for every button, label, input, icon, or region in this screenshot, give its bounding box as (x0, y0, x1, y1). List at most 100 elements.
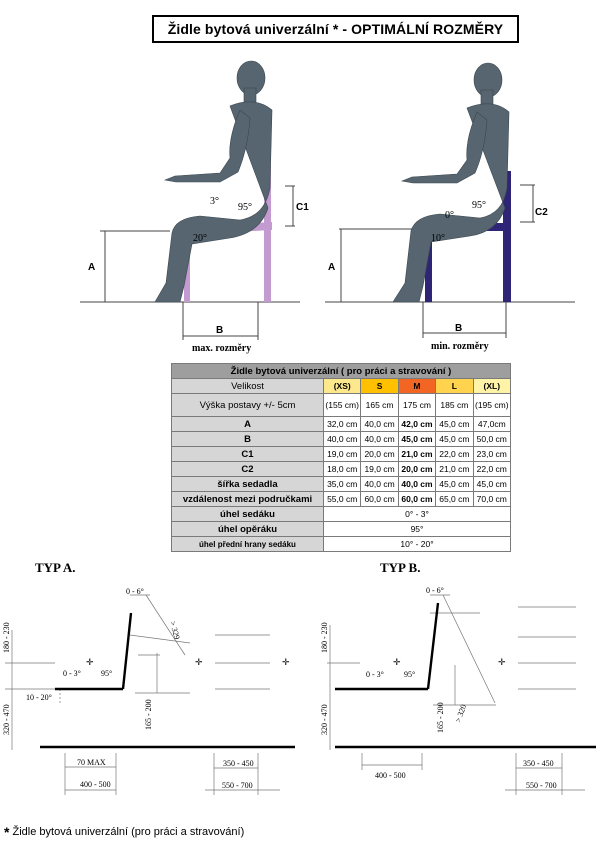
row-label: šířka sedadla (171, 476, 324, 492)
back-tilt-label: 0 - 6° (426, 586, 444, 595)
seated-figure-min (392, 62, 510, 303)
target-icon: ✛ (195, 657, 203, 667)
width-inner-label: 350 - 450 (523, 759, 554, 768)
figure-caption: max. rozměry (192, 343, 251, 354)
dimension-a-label: A (88, 262, 95, 273)
footnote: * Židle bytová univerzální (pro práci a … (4, 824, 244, 840)
seat-tilt-label: 0 - 3° (366, 670, 384, 679)
back-tilt-label: 0 - 6° (126, 587, 144, 596)
size-cell: M (397, 378, 437, 394)
value-cell: 45,0 cm (472, 476, 512, 492)
width-outer-label: 550 - 700 (222, 781, 253, 790)
value-cell: 60,0 cm (360, 491, 399, 507)
value-cell: 19,0 cm (360, 461, 399, 477)
footnote-text: Židle bytová univerzální (pro práci a st… (12, 826, 245, 838)
size-label: Velikost (171, 378, 324, 394)
row-label: C2 (171, 461, 324, 477)
diagram-typ-b: 0 - 6° 180 - 230 0 - 3° 95° 320 - 470 16… (320, 586, 596, 795)
figure-max-dimensions: 3° 95° 20° A B C1 max. rozměry (80, 60, 309, 354)
value-cell: 65,0 cm (435, 491, 474, 507)
height-cell: (155 cm) (322, 393, 362, 417)
top-height-label: 180 - 230 (320, 622, 329, 653)
value-cell: 20,0 cm (360, 446, 399, 462)
back-angle-label: 95° (472, 200, 486, 211)
value-cell: 45,0 cm (435, 431, 474, 447)
value-cell: 42,0 cm (397, 416, 437, 432)
value-cell: 40,0 cm (360, 431, 399, 447)
value-cell: 20,0 cm (397, 461, 437, 477)
front-angle-label: 20° (193, 233, 207, 244)
value-cell: 50,0 cm (472, 431, 512, 447)
dimension-b-label: B (216, 325, 223, 336)
dimension-c1-label: C1 (296, 202, 309, 213)
value-cell: 18,0 cm (322, 461, 362, 477)
height-cell: 165 cm (360, 393, 399, 417)
angle-value: 10° - 20° (323, 536, 511, 552)
front-edge-label: 10 - 20° (26, 693, 52, 702)
value-cell: 70,0 cm (472, 491, 512, 507)
target-icon: ✛ (498, 657, 506, 667)
angle-label: úhel sedáku (171, 506, 324, 522)
value-cell: 19,0 cm (322, 446, 362, 462)
chair-back-leg (264, 166, 271, 302)
back-line (121, 612, 133, 690)
seat-angle-label: 0° (445, 210, 454, 221)
value-cell: 21,0 cm (397, 446, 437, 462)
angle-value: 95° (323, 521, 511, 537)
front-angle-label: 10° (431, 233, 445, 244)
figure-min-dimensions: 0° 95° 10° A B C2 min. rozměry (325, 62, 575, 352)
dimensions-table: Židle bytová univerzální ( pro práci a s… (171, 363, 512, 552)
value-cell: 45,0 cm (435, 416, 474, 432)
typ-a-title: TYP A. (35, 560, 76, 575)
target-icon: ✛ (282, 657, 290, 667)
back-angle-label: 95° (404, 670, 415, 679)
table-title: Židle bytová univerzální ( pro práci a s… (171, 363, 511, 379)
value-cell: 40,0 cm (360, 476, 399, 492)
row-label: vzdálenost mezi područkami (171, 491, 324, 507)
armrest-label: 165 - 200 (436, 702, 445, 733)
width-inner-label: 350 - 450 (223, 759, 254, 768)
chair-front-leg (425, 226, 432, 302)
value-cell: 40,0 cm (322, 431, 362, 447)
back-line (426, 602, 440, 690)
row-label: A (171, 416, 324, 432)
height-cell: (195 cm) (472, 393, 512, 417)
depth-label: 400 - 500 (375, 771, 406, 780)
target-icon: ✛ (393, 657, 401, 667)
target-icon: ✛ (86, 657, 94, 667)
value-cell: 47,0cm (472, 416, 512, 432)
value-cell: 32,0 cm (322, 416, 362, 432)
top-height-label: 180 - 230 (2, 622, 11, 653)
back-angle-label: 95° (238, 202, 252, 213)
angle-label: úhel opěráku (171, 521, 324, 537)
size-cell: (XL) (472, 378, 512, 394)
dimension-b-label: B (455, 323, 462, 334)
seat-height-label: 320 - 470 (320, 704, 329, 735)
value-cell: 45,0 cm (397, 431, 437, 447)
dimension-a-label: A (328, 262, 335, 273)
angle-label: úhel přední hrany sedáku (171, 536, 324, 552)
figure-caption: min. rozměry (431, 341, 489, 352)
chair-back-leg (503, 171, 511, 302)
dimension-c2-label: C2 (535, 207, 548, 218)
value-cell: 60,0 cm (397, 491, 437, 507)
value-cell: 45,0 cm (435, 476, 474, 492)
height-cell: 175 cm (397, 393, 437, 417)
size-cell: S (360, 378, 399, 394)
back-height-label: > 329 (168, 620, 181, 640)
value-cell: 23,0 cm (472, 446, 512, 462)
max70-label: 70 MAX (77, 758, 106, 767)
height-cell: 185 cm (435, 393, 474, 417)
seat-angle-label: 3° (210, 196, 219, 207)
row-label: B (171, 431, 324, 447)
value-cell: 22,0 cm (472, 461, 512, 477)
value-cell: 22,0 cm (435, 446, 474, 462)
asterisk-icon: * (4, 824, 10, 840)
